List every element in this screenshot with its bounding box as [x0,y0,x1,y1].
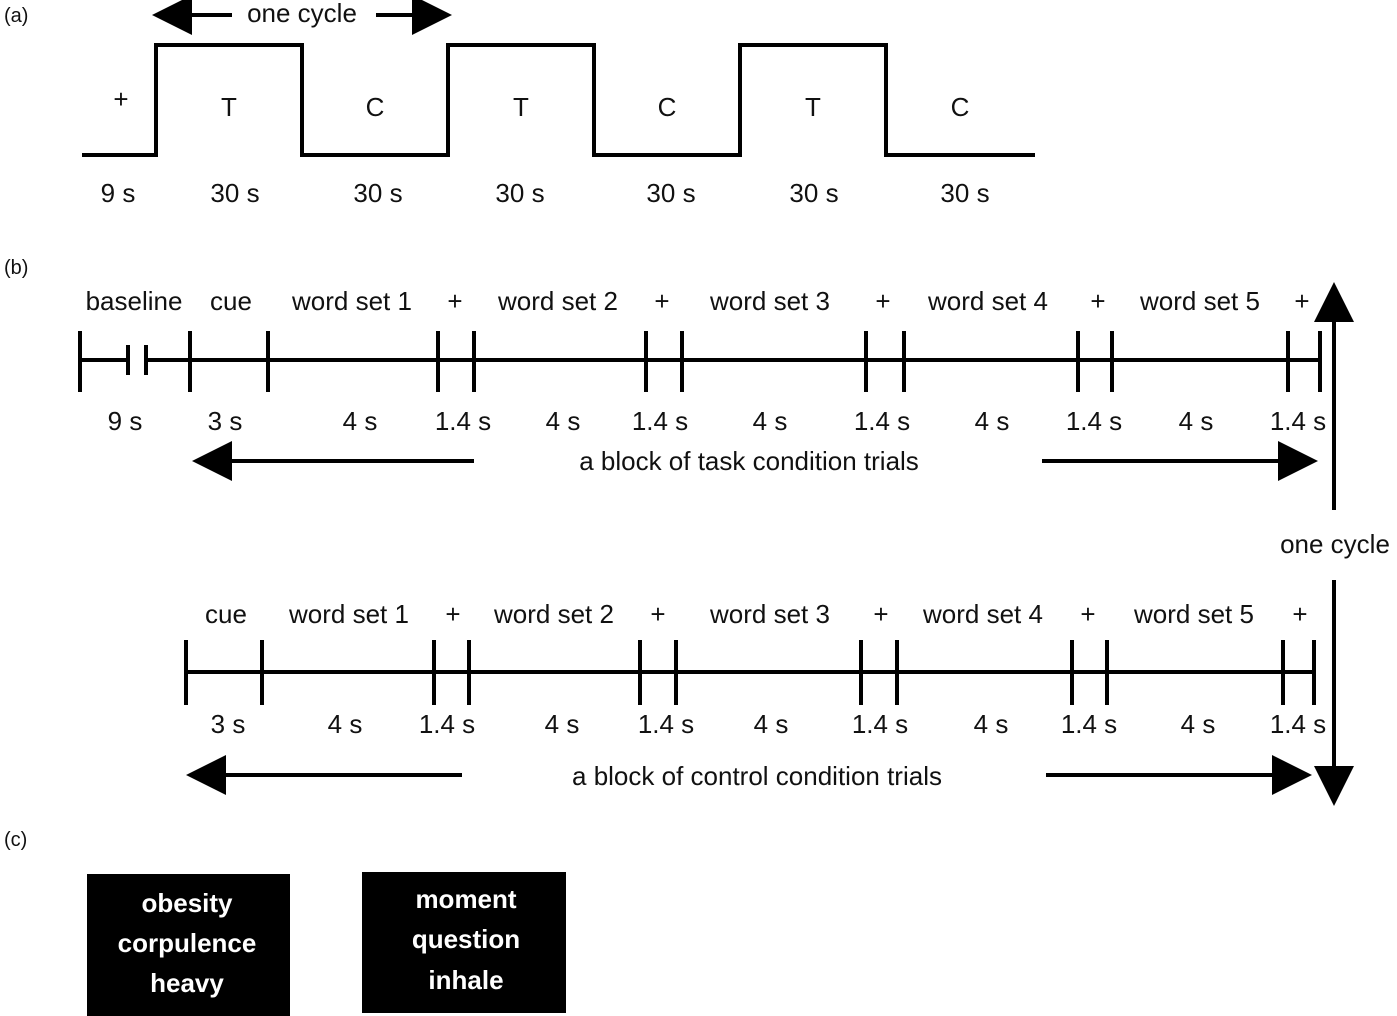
task-timeline: baseline cue word set 1 + word set 2 + w… [78,286,1326,481]
segment-symbol: T [805,92,821,122]
control-label: + [1292,599,1307,629]
box-word: question [412,924,520,954]
segment-duration: 30 s [789,178,838,208]
timeline-ticks [184,640,1316,705]
control-duration: 4 s [974,709,1009,739]
panel-c: (c) obesity corpulence heavy moment ques… [4,829,566,1016]
control-timeline: cue word set 1 + word set 2 + word set 3… [184,599,1326,795]
control-duration: 3 s [211,709,246,739]
task-duration: 9 s [108,406,143,436]
cycle-indicator-b: one cycle [1280,282,1390,806]
task-duration: 1.4 s [854,406,910,436]
task-label: + [654,286,669,316]
control-label: word set 3 [709,599,830,629]
box-word: corpulence [118,928,257,958]
segment-symbol: C [658,92,677,122]
control-duration: 4 s [1181,709,1216,739]
task-label: word set 4 [927,286,1048,316]
control-label: word set 2 [493,599,614,629]
box-word: heavy [150,968,224,998]
task-label: + [1090,286,1105,316]
segment-symbol: T [513,92,529,122]
task-block-label: a block of task condition trials [579,446,919,476]
task-label: + [1294,286,1309,316]
segment-duration: 30 s [210,178,259,208]
word-box-control: moment question inhale [362,872,566,1013]
control-label: + [445,599,460,629]
control-label: cue [205,599,247,629]
task-duration: 1.4 s [435,406,491,436]
task-duration: 4 s [343,406,378,436]
control-duration: 1.4 s [852,709,908,739]
task-label: word set 2 [497,286,618,316]
segment-duration: 30 s [353,178,402,208]
task-label: + [875,286,890,316]
task-duration: 4 s [753,406,788,436]
control-label: word set 4 [922,599,1043,629]
segment-symbol: + [113,84,128,114]
control-label: + [1080,599,1095,629]
box-word: moment [415,884,516,914]
control-label: + [650,599,665,629]
control-duration: 1.4 s [419,709,475,739]
task-label: cue [210,286,252,316]
task-duration: 4 s [1179,406,1214,436]
box-word: obesity [141,888,233,918]
task-duration: 4 s [546,406,581,436]
segment-symbol: C [951,92,970,122]
control-label: word set 5 [1133,599,1254,629]
panel-b-label: (b) [4,257,28,279]
word-box-task: obesity corpulence heavy [87,874,290,1016]
panel-a-label: (a) [4,5,28,27]
control-duration: 1.4 s [638,709,694,739]
block-design-waveform [82,43,1035,157]
task-duration: 1.4 s [1270,406,1326,436]
task-duration: 1.4 s [1066,406,1122,436]
task-label: word set 5 [1139,286,1260,316]
segment-duration: 9 s [101,178,136,208]
segment-symbol: T [221,92,237,122]
timeline-ticks [78,331,1322,392]
box-word: inhale [428,965,503,995]
task-duration: 1.4 s [632,406,688,436]
task-duration: 3 s [208,406,243,436]
segment-duration: 30 s [495,178,544,208]
control-label: word set 1 [288,599,409,629]
control-label: + [873,599,888,629]
segment-duration: 30 s [940,178,989,208]
task-label: + [447,286,462,316]
task-duration: 4 s [975,406,1010,436]
panel-a: (a) one cycle + T C T C T C 9 s 30 s 30 … [4,0,1035,208]
control-duration: 4 s [754,709,789,739]
segment-duration: 30 s [646,178,695,208]
task-label: word set 3 [709,286,830,316]
task-label: word set 1 [291,286,412,316]
panel-c-label: (c) [4,829,27,851]
segment-symbol: C [366,92,385,122]
control-block-label: a block of control condition trials [572,761,942,791]
cycle-label-b: one cycle [1280,529,1390,559]
task-label: baseline [86,286,183,316]
control-duration: 1.4 s [1061,709,1117,739]
control-duration: 1.4 s [1270,709,1326,739]
cycle-label-a: one cycle [247,0,357,28]
panel-b: (b) baseline [4,257,1390,806]
control-duration: 4 s [328,709,363,739]
control-duration: 4 s [545,709,580,739]
